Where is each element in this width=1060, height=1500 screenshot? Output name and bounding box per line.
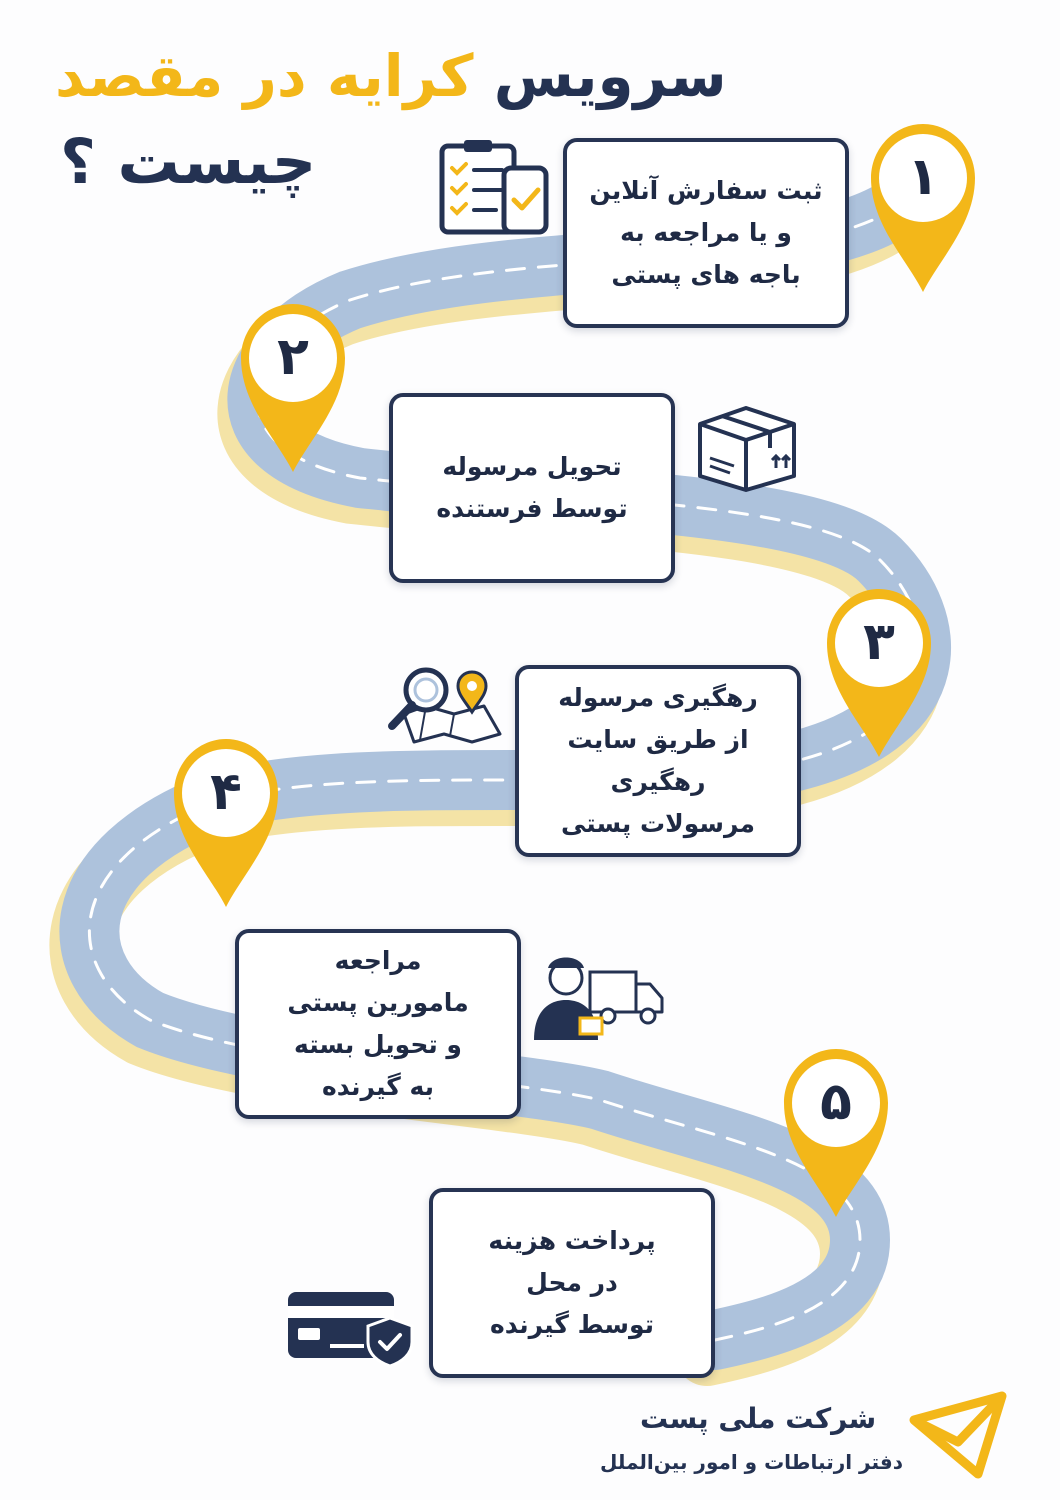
title-word-service: سرویس <box>493 42 727 110</box>
map-pin-icon <box>784 1049 888 1217</box>
step-5-card: پرداخت هزینه در محل توسط گیرنده <box>429 1188 715 1378</box>
map-pin-icon <box>174 739 278 907</box>
post-envelope-logo-icon <box>909 1391 1007 1479</box>
step-4-pin-marker: ۴ <box>170 735 282 911</box>
step-4-line-2: مامورین پستی <box>287 988 469 1017</box>
step-1-card: ثبت سفارش آنلاین و یا مراجعه به باجه های… <box>563 138 849 328</box>
step-1-line-1: ثبت سفارش آنلاین <box>589 176 823 205</box>
step-4-number: ۴ <box>210 762 242 822</box>
step-5-number: ۵ <box>820 1072 852 1132</box>
step-2-pin-marker: ۲ <box>237 300 349 476</box>
credit-card-shield-icon <box>288 1292 414 1368</box>
step-1-pin-marker: ۱ <box>867 120 979 296</box>
step-5-line-3: توسط گیرنده <box>490 1310 655 1339</box>
package-box-icon <box>698 406 796 492</box>
step-1-number: ۱ <box>907 147 939 207</box>
step-3-number: ۳ <box>863 612 895 672</box>
step-2-line-1: تحویل مرسوله <box>442 452 622 481</box>
courier-truck-icon <box>534 957 664 1040</box>
step-5-line-2: در محل <box>526 1268 618 1297</box>
step-4-card: مراجعه مامورین پستی و تحویل بسته به گیرن… <box>235 929 521 1119</box>
step-3-line-4: مرسولات پستی <box>560 809 756 838</box>
title-line-2: چیست ؟ <box>60 125 317 198</box>
step-3-line-1: رهگیری مرسوله <box>558 683 758 712</box>
map-pin-icon <box>827 589 931 757</box>
title-word-destination-fare: کرایه در مقصد <box>55 42 474 110</box>
step-5-line-1: پرداخت هزینه <box>488 1226 656 1255</box>
map-search-icon <box>388 667 502 744</box>
step-4-line-1: مراجعه <box>334 946 422 975</box>
map-pin-icon <box>871 124 975 292</box>
step-3-line-2: از طریق سایت <box>567 725 749 754</box>
clipboard-checklist-phone-icon <box>439 140 549 235</box>
step-3-line-3: رهگیری <box>610 767 706 796</box>
map-pin-icon <box>241 304 345 472</box>
step-1-line-2: و یا مراجعه به <box>620 218 792 247</box>
footer-department: دفتر ارتباطات و امور بین‌الملل <box>600 1450 903 1474</box>
step-4-line-3: و تحویل بسته <box>294 1030 462 1059</box>
step-4-line-4: به گیرنده <box>321 1072 435 1101</box>
step-2-number: ۲ <box>277 327 309 387</box>
footer-company-name: شرکت ملی پست <box>640 1402 877 1435</box>
step-3-card: رهگیری مرسوله از طریق سایت رهگیری مرسولا… <box>515 665 801 857</box>
title-line-1: سرویس کرایه در مقصد <box>55 42 727 110</box>
step-5-pin-marker: ۵ <box>780 1045 892 1221</box>
step-3-pin-marker: ۳ <box>823 585 935 761</box>
step-2-line-2: توسط فرستنده <box>436 494 628 523</box>
step-2-card: تحویل مرسوله توسط فرستنده <box>389 393 675 583</box>
step-1-line-3: باجه های پستی <box>611 260 801 289</box>
